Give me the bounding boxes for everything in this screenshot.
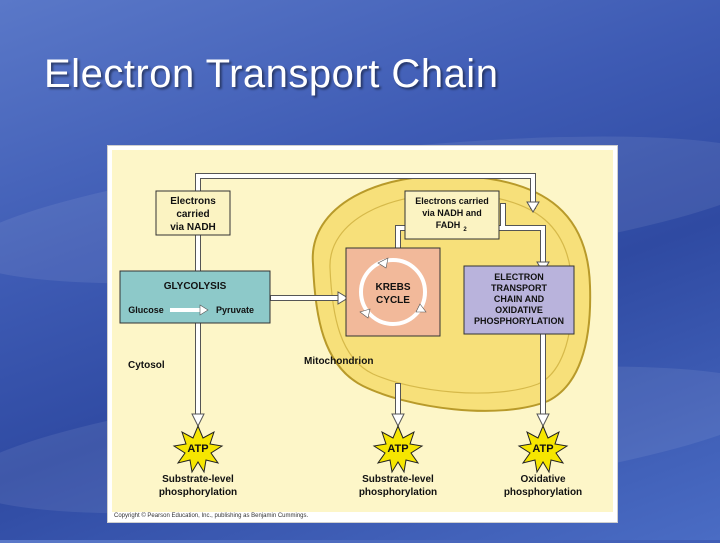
- atp-source-3-line-2: phosphorylation: [504, 487, 582, 498]
- etc-box: [463, 265, 575, 335]
- fadh-subscript: 2: [463, 227, 467, 233]
- electrons-fadh-line-1: Electrons carried: [415, 196, 489, 206]
- krebs-loop-arrow-3: [359, 308, 371, 319]
- slide-title: Electron Transport Chain: [44, 52, 499, 96]
- electrons-fadh-line-2: via NADH and: [422, 208, 482, 218]
- cytosol-label: Cytosol: [128, 360, 165, 371]
- glucose-label: Glucose: [128, 305, 164, 315]
- atp-starburst-1: ATP: [172, 424, 224, 474]
- etc-line-1: ELECTRON: [494, 272, 544, 282]
- etc-line-5: PHOSPHORYLATION: [474, 316, 564, 326]
- atp-starburst-2: ATP: [372, 424, 424, 474]
- glycolysis-box: [119, 270, 271, 324]
- electrons-fadh-line-3: FADH: [436, 220, 461, 230]
- krebs-line-1: KREBS: [375, 282, 410, 293]
- atp-source-1-line-2: phosphorylation: [159, 487, 237, 498]
- copyright-text: Copyright © Pearson Education, Inc., pub…: [114, 512, 309, 519]
- electrons-nadh-line-1: Electrons: [170, 196, 216, 207]
- atp-label-2: ATP: [387, 443, 408, 455]
- krebs-line-2: CYCLE: [376, 295, 410, 306]
- etc-line-3: CHAIN AND: [494, 294, 545, 304]
- electrons-nadh-fadh2-box: [404, 190, 500, 240]
- atp-source-1-line-1: Substrate-level: [162, 474, 234, 485]
- etc-line-2: TRANSPORT: [491, 283, 548, 293]
- electrons-nadh-box: [155, 190, 231, 236]
- glycolysis-title: GLYCOLYSIS: [164, 281, 227, 292]
- atp-starburst-3: ATP: [517, 424, 569, 474]
- diagram-svg: Electrons carried via NADH Electrons car…: [112, 150, 613, 519]
- pyruvate-label: Pyruvate: [216, 305, 254, 315]
- atp-label-3: ATP: [532, 443, 553, 455]
- electrons-nadh-line-2: carried: [176, 209, 209, 220]
- krebs-cycle-loop: [359, 258, 427, 326]
- connector-lines: [196, 174, 545, 418]
- atp-label-1: ATP: [187, 443, 208, 455]
- etc-line-4: OXIDATIVE: [495, 305, 543, 315]
- mitochondrion-label: Mitochondrion: [304, 356, 373, 367]
- krebs-loop-arrow-2: [415, 303, 427, 313]
- atp-source-2-line-2: phosphorylation: [359, 487, 437, 498]
- krebs-loop-arrow-1: [377, 257, 389, 269]
- atp-source-3-line-1: Oxidative: [520, 474, 565, 485]
- glycolysis-arrow-head: [199, 304, 209, 316]
- atp-source-2-line-1: Substrate-level: [362, 474, 434, 485]
- cellular-respiration-figure: Electrons carried via NADH Electrons car…: [107, 145, 618, 523]
- electrons-nadh-line-3: via NADH: [170, 222, 216, 233]
